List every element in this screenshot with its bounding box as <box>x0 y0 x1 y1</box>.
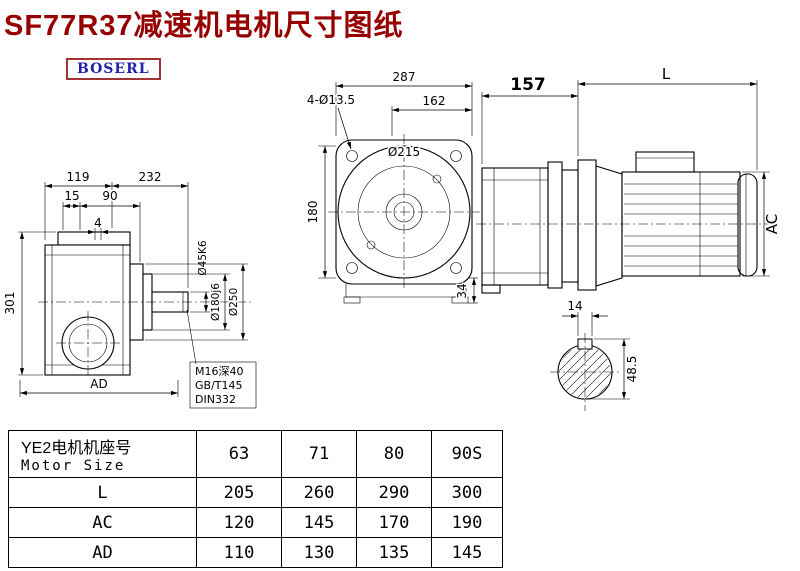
table-row-motor-size: YE2电机机座号 Motor Size 63 71 80 90S <box>8 430 503 478</box>
brand-logo: BOSERL <box>66 58 161 80</box>
row-label: L <box>8 477 197 508</box>
motor-dimension-table: YE2电机机座号 Motor Size 63 71 80 90S L 205 2… <box>8 430 503 568</box>
dim-287: 287 <box>393 70 416 84</box>
dim-119: 119 <box>67 170 90 184</box>
dim-value: 190 <box>431 507 503 538</box>
label-flange-dia: Ø250 <box>228 288 240 316</box>
motor-size-value: 63 <box>196 430 282 478</box>
dim-48-5: 48.5 <box>625 356 639 383</box>
motor-size-value: 71 <box>281 430 357 478</box>
dim-value: 135 <box>356 537 432 568</box>
dim-value: 260 <box>281 477 357 508</box>
dim-value: 300 <box>431 477 503 508</box>
page-title: SF77R37减速机电机尺寸图纸 <box>4 10 404 42</box>
dim-157: 157 <box>510 75 546 95</box>
dim-4: 4 <box>94 216 102 230</box>
motor-size-value: 80 <box>356 430 432 478</box>
table-row-ac: AC 120 145 170 190 <box>8 507 503 538</box>
dim-14: 14 <box>567 299 582 313</box>
dim-value: 120 <box>196 507 282 538</box>
label-spigot-dia: Ø180j6 <box>210 283 222 321</box>
dim-180: 180 <box>306 201 320 224</box>
note-thread: M16深40 <box>195 365 244 378</box>
front-view: 287 162 4-Ø13.5 Ø215 180 34 <box>305 69 480 304</box>
dim-301: 301 <box>3 292 17 315</box>
motor-size-value: 90S <box>431 430 503 478</box>
dim-232: 232 <box>139 170 162 184</box>
dim-34: 34 <box>455 283 469 298</box>
table-row-ad: AD 110 130 135 145 <box>8 537 503 568</box>
right-view: 157 L AC <box>476 64 783 294</box>
row-label: AC <box>8 507 197 538</box>
label-pilot-dia: Ø215 <box>388 145 420 159</box>
dim-l: L <box>662 65 671 83</box>
motor-size-header-en: Motor Size <box>21 458 126 474</box>
dim-value: 145 <box>281 507 357 538</box>
dim-value: 205 <box>196 477 282 508</box>
motor-size-header-zh: YE2电机机座号 <box>21 440 132 457</box>
label-bolt-holes: 4-Ø13.5 <box>307 93 355 107</box>
dim-value: 130 <box>281 537 357 568</box>
shaft-section-view: 14 48.5 <box>550 298 641 411</box>
note-standard-din: DIN332 <box>195 393 236 406</box>
dim-ac: AC <box>763 214 781 234</box>
terminal-box <box>635 151 695 173</box>
table-row-l: L 205 260 290 300 <box>8 477 503 508</box>
brand-logo-text: BOSERL <box>77 61 150 77</box>
left-view: 119 232 15 90 4 301 AD <box>2 169 257 409</box>
motor-size-header-cell: YE2电机机座号 Motor Size <box>8 430 197 478</box>
dim-90: 90 <box>102 189 117 203</box>
dim-value: 110 <box>196 537 282 568</box>
row-label: AD <box>8 537 197 568</box>
dim-15: 15 <box>64 189 79 203</box>
motor-fins <box>624 172 738 276</box>
dim-value: 145 <box>431 537 503 568</box>
technical-drawing: 119 232 15 90 4 301 AD <box>2 64 783 411</box>
dim-value: 290 <box>356 477 432 508</box>
dim-162: 162 <box>423 94 446 108</box>
dim-value: 170 <box>356 507 432 538</box>
label-shaft-dia: Ø45K6 <box>197 240 209 276</box>
dim-ad: AD <box>90 377 107 391</box>
note-standard-gb: GB/T145 <box>195 379 243 392</box>
